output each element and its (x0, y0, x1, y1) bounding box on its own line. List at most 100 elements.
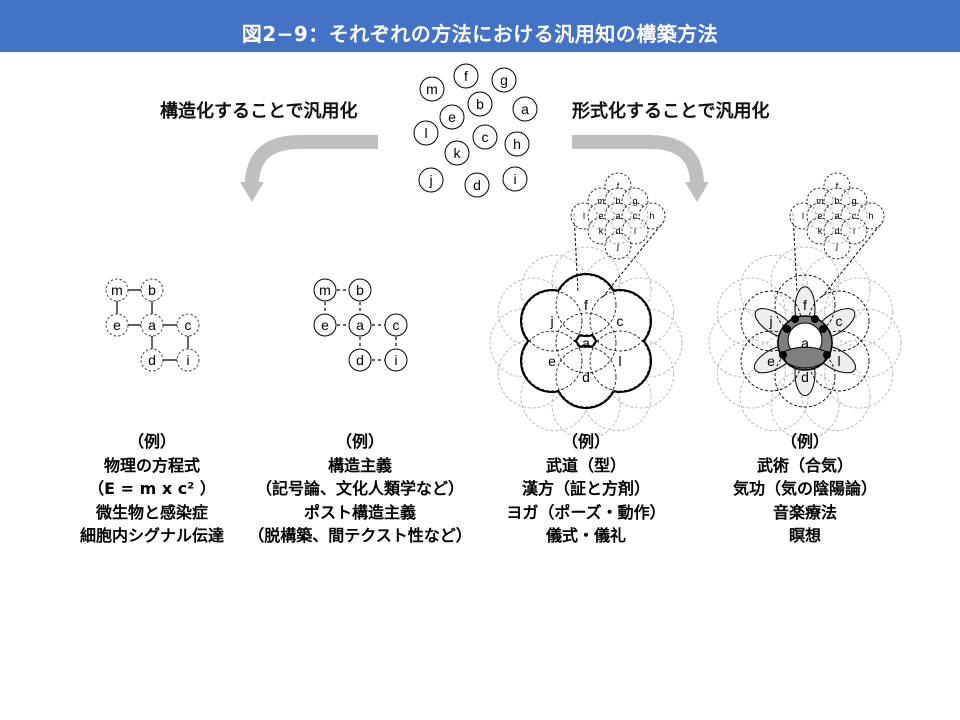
formalizing-label: 形式化することで汎用化 (572, 101, 770, 122)
example-line: （例） (780, 432, 829, 451)
inset-circle (621, 217, 649, 245)
node-label: a (148, 317, 156, 333)
flower-label: l (837, 353, 840, 369)
flower-label: a (801, 335, 809, 351)
node-label: a (521, 101, 529, 117)
flower-label: f (803, 297, 807, 313)
petal-fill (556, 347, 616, 407)
black-intersection (819, 325, 827, 333)
flower-label: a (582, 335, 590, 351)
inset-label: c (633, 211, 638, 221)
node-circle (464, 172, 490, 198)
node-label: l (424, 125, 427, 141)
inset-label: e (598, 211, 603, 221)
node-label: k (454, 145, 462, 161)
example-line: ポスト構造主義 (303, 502, 416, 522)
inset-circle (638, 202, 666, 230)
example-line: 儀式・儀礼 (545, 526, 626, 545)
node-circle (504, 131, 530, 157)
example-line: （例） (127, 432, 176, 451)
node-label: g (500, 72, 508, 88)
example-line: （脱構築、間テクスト性など） (248, 526, 472, 545)
petal-dashed (808, 330, 870, 392)
examples-column-1: （例） 物理の方程式 （E = m x c² ） 微生物と感染症 細胞内シグナル… (37, 430, 267, 548)
inset-label: e (817, 211, 822, 221)
outer-grey-circle (708, 308, 778, 378)
node-label: d (148, 352, 156, 368)
node-label: c (393, 317, 400, 333)
node-circle (502, 166, 528, 192)
examples-column-2: （例） 構造主義 （記号論、文化人類学など） ポスト構造主義 （脱構築、間テクス… (245, 430, 475, 548)
node-label: b (356, 282, 364, 298)
inset-label: h (868, 211, 873, 221)
inset-label: d (615, 226, 620, 236)
flower-label: j (768, 313, 772, 329)
petal-dashed (589, 290, 651, 352)
black-intersection (779, 351, 787, 359)
node-label: e (113, 317, 121, 333)
example-line: 構造主義 (327, 455, 392, 475)
node-circle (105, 313, 129, 337)
inset-label: m (816, 196, 824, 206)
node-label: b (148, 282, 156, 298)
black-intersection (783, 325, 791, 333)
node-circle (140, 278, 164, 302)
flower-label: e (548, 353, 556, 369)
petal-dashed (521, 330, 583, 392)
flower-label: e (767, 353, 775, 369)
example-line: 音楽療法 (772, 502, 837, 522)
node-label: i (394, 352, 397, 368)
flower-label: f (584, 297, 588, 313)
node-label: m (426, 81, 438, 97)
node-circle (105, 278, 129, 302)
inset-label: k (599, 226, 604, 236)
example-line: 微生物と感染症 (95, 502, 208, 522)
node-circle (176, 348, 200, 372)
node-circle (444, 140, 470, 166)
petal-dashed (521, 290, 583, 352)
example-line: 物理の方程式 (103, 455, 200, 475)
node-label: c (185, 317, 192, 333)
node-label: f (464, 68, 468, 84)
node-label: m (319, 282, 331, 298)
outer-grey-circle (832, 308, 902, 378)
node-label: e (448, 109, 456, 125)
node-label: b (476, 96, 484, 112)
inset-circle (604, 232, 632, 260)
inset-label: g (632, 196, 637, 206)
node-circle (439, 104, 465, 130)
node-label: i (186, 352, 189, 368)
ring-lower-band (780, 346, 830, 369)
black-intersection (811, 315, 819, 323)
inset-label: i (634, 226, 636, 236)
node-label: i (513, 171, 516, 187)
inset-circle (840, 217, 868, 245)
example-line: 気功（気の陰陽論） (732, 479, 877, 498)
node-label: d (473, 177, 481, 193)
petal-dashed (555, 274, 617, 336)
figure-title: 図2−9：それぞれの方法における汎用知の構築方法 (241, 22, 719, 46)
inset-label: l (583, 211, 585, 221)
inset-label: b (834, 196, 839, 206)
inset-circle (823, 232, 851, 260)
zoom-connector-line (820, 220, 884, 299)
petal-dashed (555, 346, 617, 408)
node-circle (176, 313, 200, 337)
node-circle (313, 278, 337, 302)
example-line: （E = m x c² ） (88, 479, 216, 498)
example-line: 瞑想 (788, 526, 821, 545)
node-label: m (111, 282, 123, 298)
zoom-connector-line (792, 212, 798, 294)
left-curved-arrow (245, 135, 378, 186)
flower-label: c (836, 313, 843, 329)
node-circle (491, 67, 517, 93)
left-arrowhead (240, 182, 264, 202)
node-circle (313, 313, 337, 337)
node-label: j (428, 172, 432, 188)
node-circle (348, 313, 372, 337)
center-dashed (555, 312, 617, 374)
outer-grey-circle (801, 362, 871, 432)
